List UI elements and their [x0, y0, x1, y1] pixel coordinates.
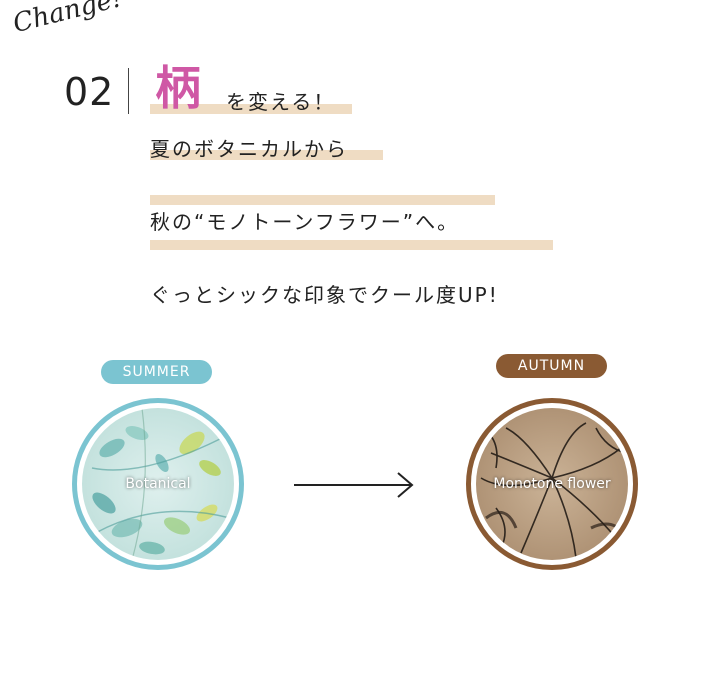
summer-circle [72, 398, 244, 570]
highlight-bar [150, 240, 553, 250]
kanji-title: 柄 [155, 61, 201, 115]
description-line-1: 夏のボタニカルから [150, 137, 348, 161]
monotone-flower-pattern: Monotone flower [476, 408, 628, 560]
summer-label: Botanical [125, 476, 191, 492]
arrow-right-icon [294, 472, 414, 498]
highlight-bar [150, 195, 495, 205]
divider [128, 68, 129, 114]
autumn-badge: AUTUMN [496, 354, 607, 378]
autumn-circle [466, 398, 638, 570]
summer-badge: SUMMER [101, 360, 212, 384]
section-number: 02 [64, 70, 115, 114]
highlight-bar [150, 150, 383, 160]
change-word: Change! [10, 0, 126, 40]
botanical-pattern: Botanical [82, 408, 234, 560]
description-line-2: 秋の“モノトーンフラワー”へ。 [150, 210, 460, 234]
autumn-label: Monotone flower [493, 476, 611, 492]
botanical-illustration [82, 408, 234, 560]
title-tail: を変える！ [226, 90, 336, 114]
highlight-bar [150, 104, 352, 114]
description-line-3: ぐっとシックな印象でクール度UP! [150, 283, 499, 307]
